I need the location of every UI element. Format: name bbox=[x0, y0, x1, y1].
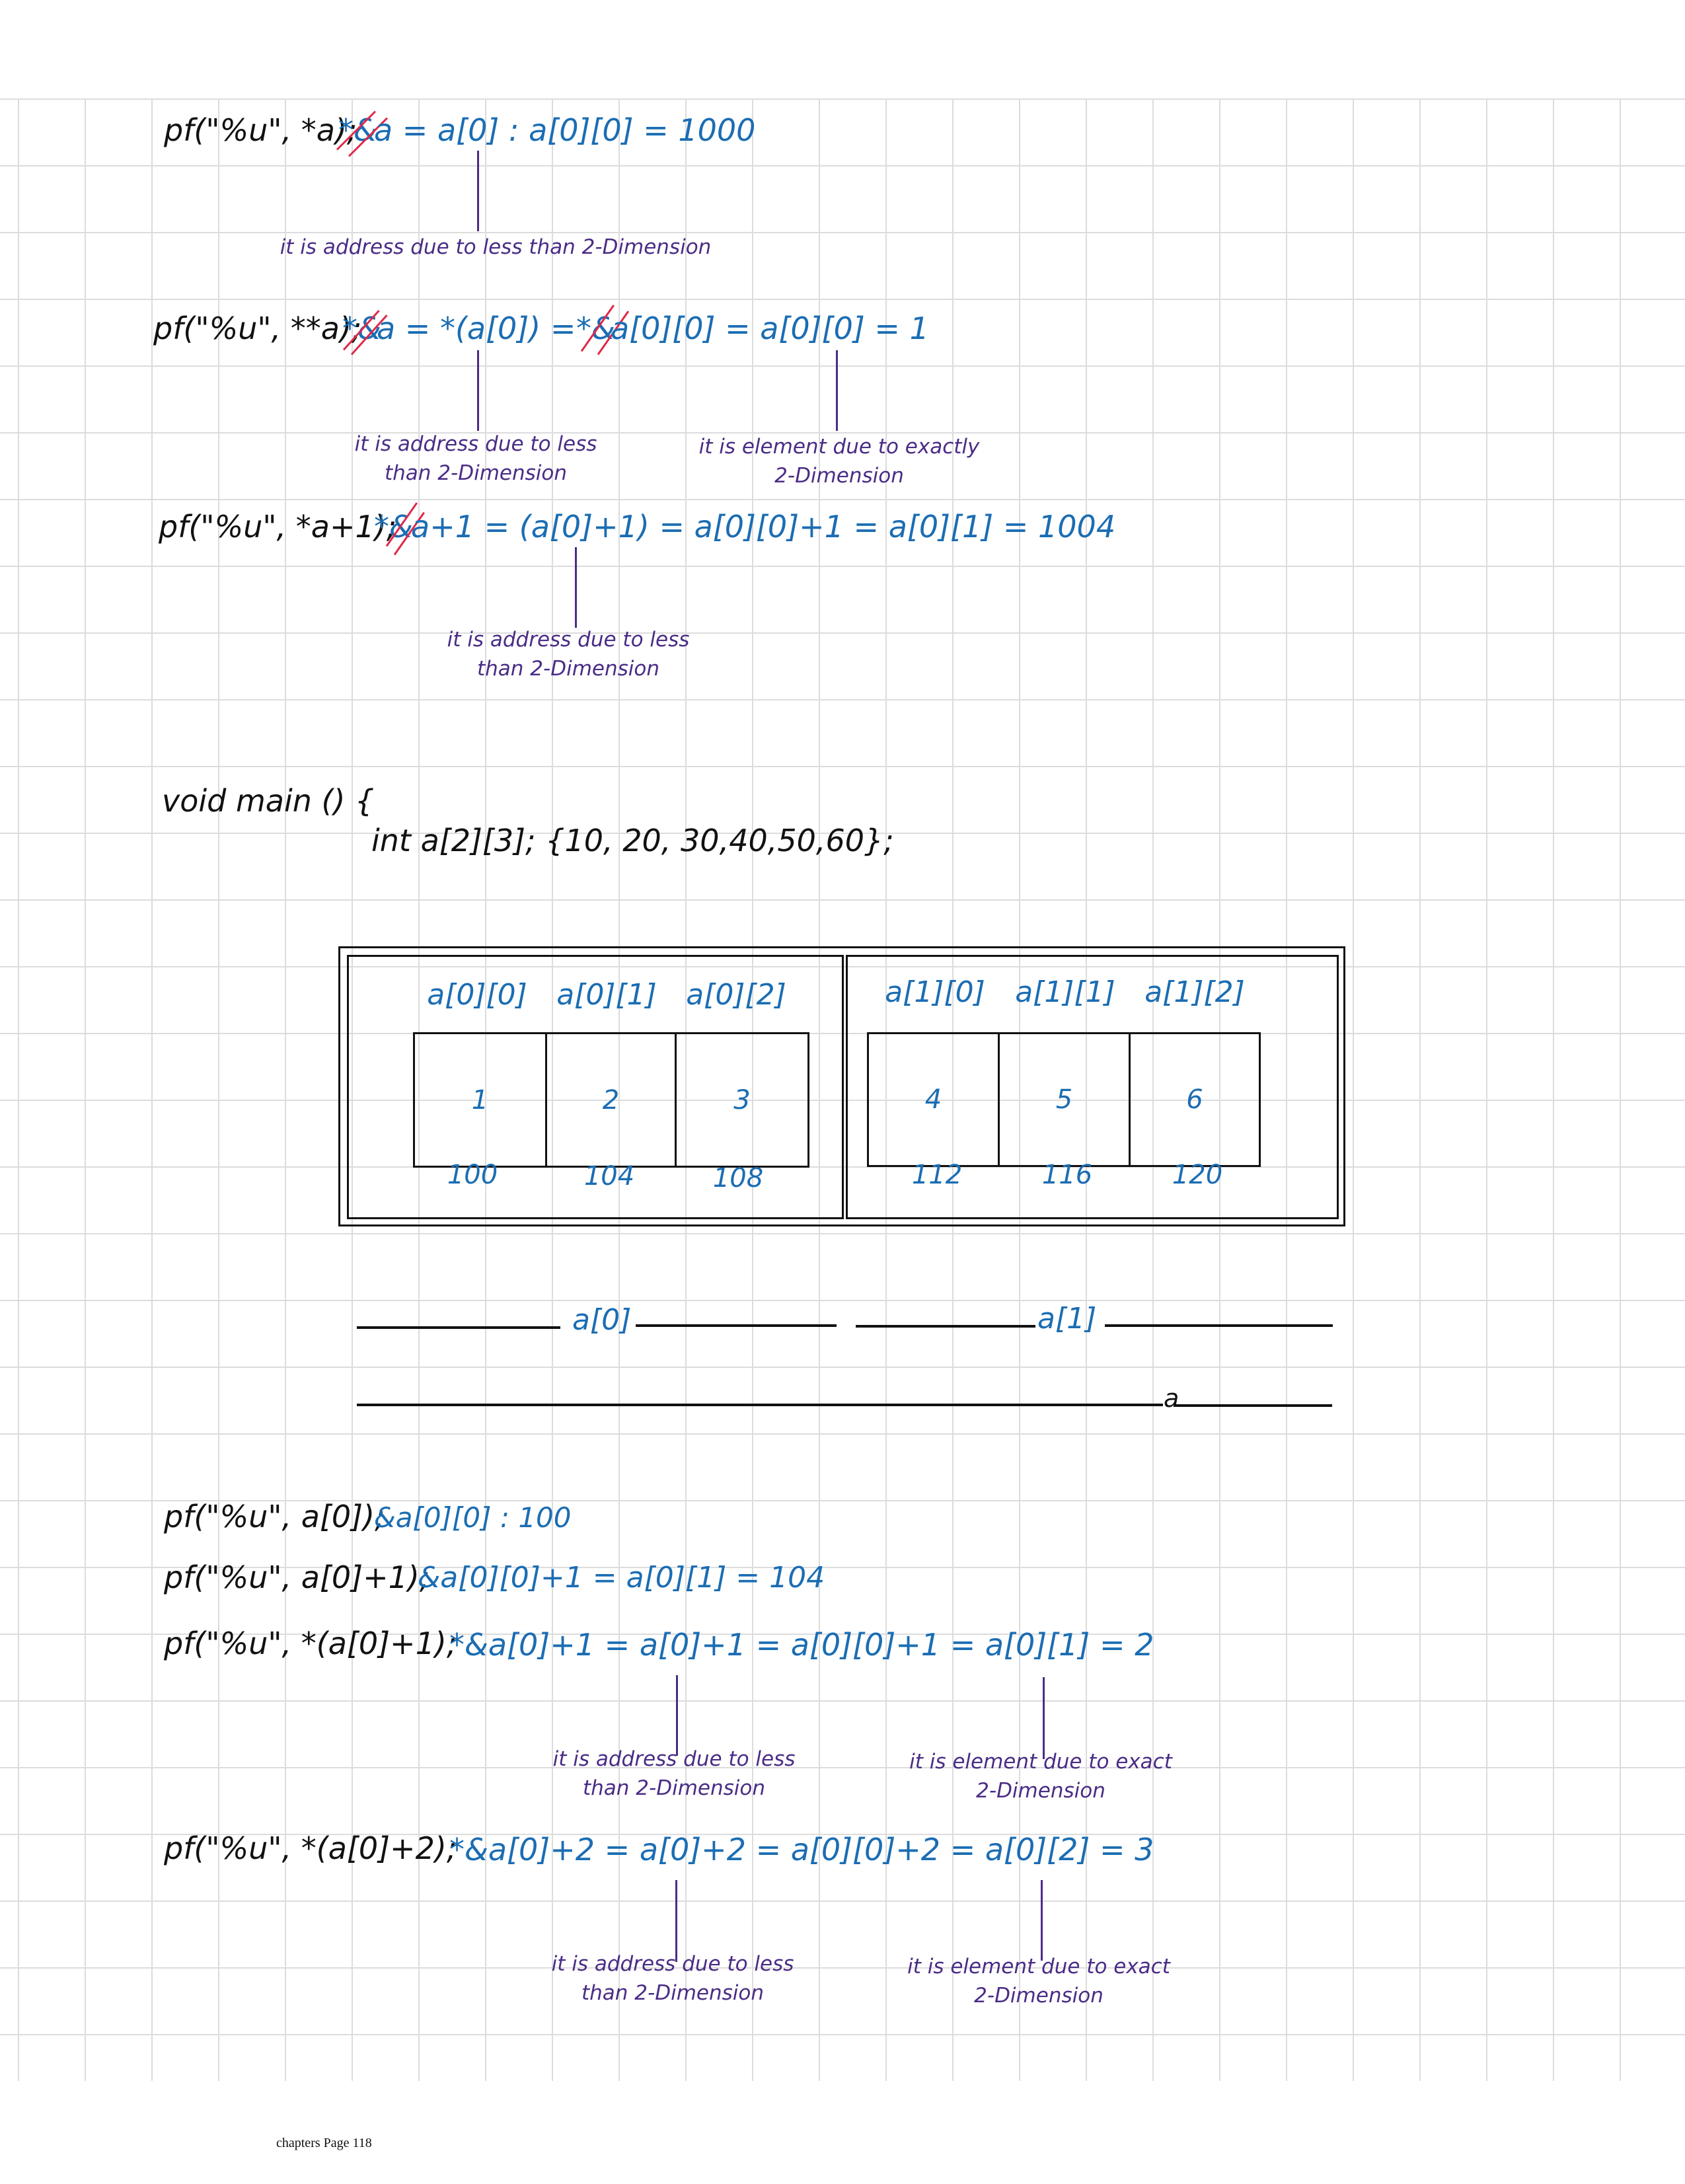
row-a0-box bbox=[347, 955, 844, 1219]
array-cell: 1 bbox=[413, 1032, 547, 1168]
annotation-text: than 2-Dimension bbox=[477, 657, 659, 681]
annotation-text: it is address due to less bbox=[447, 628, 690, 652]
annotation-connector bbox=[1041, 1880, 1043, 1961]
code-line-2: pf("%u", **a); bbox=[153, 311, 362, 346]
answer-line-2a: a = *(a[0]) = bbox=[377, 311, 576, 346]
annotation-connector bbox=[477, 151, 479, 231]
page-footer: chapters Page 118 bbox=[276, 2136, 372, 2150]
annotation-note: it is address due to less than 2-Dimensi… bbox=[509, 1745, 839, 1803]
cell-value: 5 bbox=[1055, 1084, 1073, 1115]
array-cell: 6 bbox=[1129, 1032, 1261, 1167]
annotation-connector bbox=[477, 350, 479, 431]
annotation-connector bbox=[575, 547, 577, 628]
cell-value: 2 bbox=[602, 1084, 620, 1115]
cell-address: 100 bbox=[447, 1160, 498, 1190]
cell-address: 120 bbox=[1172, 1160, 1223, 1190]
annotation-text: than 2-Dimension bbox=[583, 1776, 765, 1800]
array-declaration: int a[2][3]; {10, 20, 30,40,50,60}; bbox=[371, 823, 894, 858]
annotation-connector bbox=[836, 350, 838, 431]
cell-address: 108 bbox=[712, 1163, 764, 1193]
cell-value: 4 bbox=[924, 1084, 942, 1115]
cell-label: a[0][2] bbox=[686, 978, 786, 1012]
code-line-1: pf("%u", *a); bbox=[164, 112, 357, 148]
annotation-text: 2-Dimension bbox=[774, 464, 904, 488]
cell-label: a[1][1] bbox=[1015, 975, 1115, 1009]
annotation-text: 2-Dimension bbox=[976, 1779, 1105, 1803]
annotation-note: it is element due to exactly 2-Dimension bbox=[674, 432, 1004, 490]
cell-value: 6 bbox=[1186, 1084, 1203, 1115]
annotation-text: 2-Dimension bbox=[974, 1984, 1104, 2008]
cell-value: 3 bbox=[733, 1084, 751, 1115]
annotation-connector bbox=[675, 1880, 677, 1962]
annotation-text: it is address due to less than 2-Dimensi… bbox=[280, 235, 712, 259]
span-label-a1: a[1] bbox=[1037, 1302, 1097, 1336]
span-label-a: a bbox=[1164, 1384, 1180, 1413]
code-line-4: pf("%u", a[0]); bbox=[164, 1499, 385, 1534]
annotation-text: it is address due to less bbox=[551, 1952, 794, 1976]
cell-label: a[0][0] bbox=[427, 978, 527, 1012]
program-signature: void main () { bbox=[162, 783, 375, 819]
code-line-5: pf("%u", a[0]+1); bbox=[164, 1560, 430, 1595]
cell-value: 1 bbox=[471, 1084, 489, 1115]
annotation-connector bbox=[1043, 1677, 1045, 1759]
array-cell: 4 bbox=[867, 1032, 1000, 1167]
row-a1-box bbox=[846, 955, 1339, 1219]
answer-line-2b: a[0][0] = a[0][0] = 1 bbox=[611, 311, 929, 346]
array-cell: 3 bbox=[675, 1032, 809, 1168]
annotation-note: it is address due to less than 2-Dimensi… bbox=[507, 1949, 838, 2008]
span-label-a0: a[0] bbox=[572, 1303, 632, 1337]
annotation-note: it is address due to less than 2-Dimensi… bbox=[403, 625, 733, 683]
annotation-text: it is address due to less bbox=[354, 432, 597, 456]
annotation-text: it is address due to less bbox=[552, 1747, 796, 1771]
span-line-a bbox=[357, 1404, 1163, 1406]
array-a-outer-box bbox=[338, 946, 1345, 1226]
answer-line-1: a = a[0] : a[0][0] = 1000 bbox=[374, 112, 756, 148]
answer-line-7: *&a[0]+2 = a[0]+2 = a[0][0]+2 = a[0][2] … bbox=[449, 1832, 1154, 1867]
array-cell: 5 bbox=[998, 1032, 1131, 1167]
answer-line-3: a+1 = (a[0]+1) = a[0][0]+1 = a[0][1] = 1… bbox=[411, 509, 1116, 545]
answer-line-6: *&a[0]+1 = a[0]+1 = a[0][0]+1 = a[0][1] … bbox=[449, 1627, 1154, 1663]
array-cell: 2 bbox=[545, 1032, 677, 1168]
span-line-a1 bbox=[1105, 1324, 1333, 1327]
cell-label: a[0][1] bbox=[556, 978, 657, 1012]
annotation-text: it is element due to exact bbox=[907, 1955, 1170, 1978]
span-line-a0 bbox=[636, 1324, 837, 1327]
annotation-text: than 2-Dimension bbox=[385, 461, 567, 485]
annotation-note: it is element due to exact 2-Dimension bbox=[874, 1952, 1204, 2010]
annotation-connector bbox=[676, 1675, 678, 1756]
span-line-a0 bbox=[357, 1326, 560, 1329]
annotation-note: it is address due to less than 2-Dimensi… bbox=[264, 233, 727, 262]
span-line-a1 bbox=[856, 1325, 1035, 1328]
code-line-7: pf("%u", *(a[0]+2); bbox=[164, 1830, 457, 1866]
annotation-text: it is element due to exactly bbox=[698, 435, 980, 459]
span-line-a bbox=[1174, 1404, 1332, 1407]
annotation-note: it is element due to exact 2-Dimension bbox=[876, 1747, 1206, 1805]
answer-line-4: &a[0][0] : 100 bbox=[374, 1501, 572, 1534]
code-line-3: pf("%u", *a+1); bbox=[159, 509, 397, 545]
code-line-6: pf("%u", *(a[0]+1); bbox=[164, 1626, 457, 1661]
answer-line-5: &a[0][0]+1 = a[0][1] = 104 bbox=[418, 1561, 825, 1595]
cell-address: 116 bbox=[1041, 1160, 1093, 1190]
cell-label: a[1][0] bbox=[885, 975, 985, 1009]
annotation-text: than 2-Dimension bbox=[581, 1981, 764, 2005]
annotation-note: it is address due to less than 2-Dimensi… bbox=[311, 430, 641, 488]
cell-address: 112 bbox=[911, 1160, 963, 1190]
cell-label: a[1][2] bbox=[1144, 975, 1245, 1009]
annotation-text: it is element due to exact bbox=[909, 1750, 1172, 1774]
cell-address: 104 bbox=[583, 1161, 635, 1191]
